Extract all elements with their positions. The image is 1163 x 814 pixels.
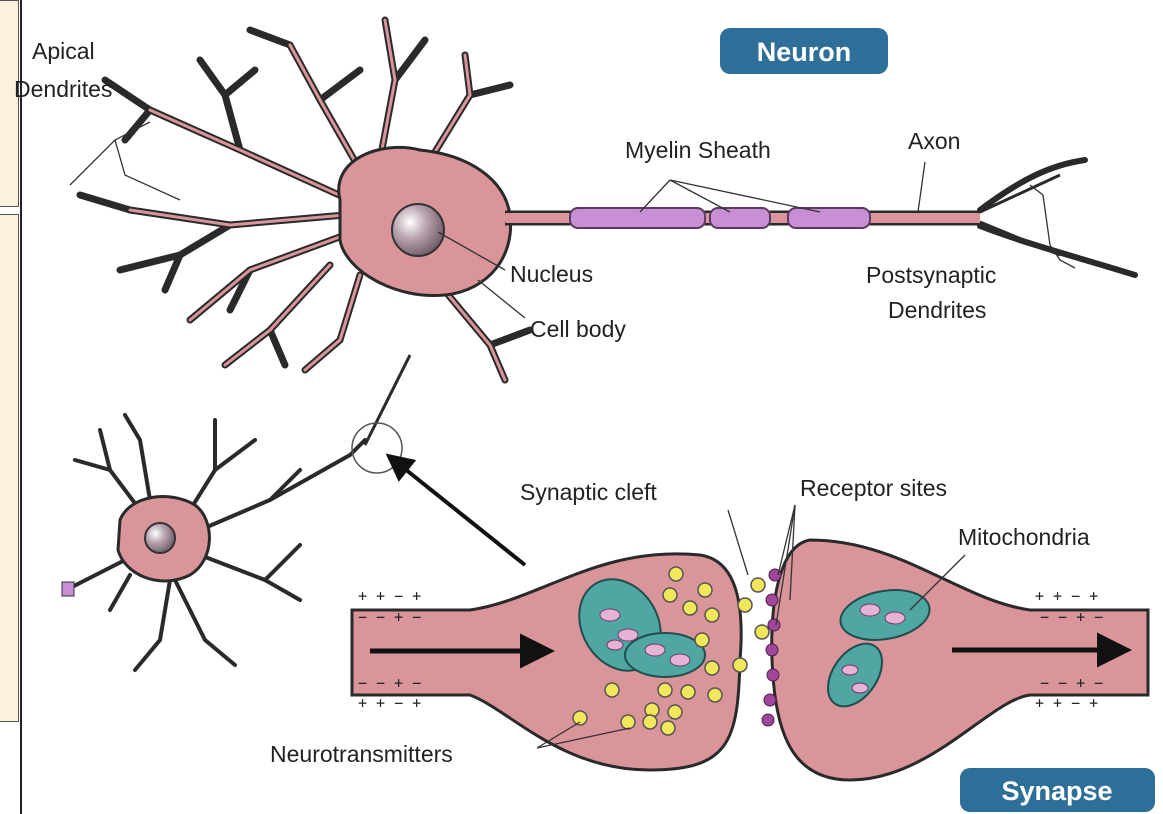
charge-pre-bottom-inner: − − + − (358, 674, 421, 692)
charge-post-bottom-inner: − − + − (1040, 674, 1103, 692)
synapse-badge-text: Synapse (1001, 776, 1112, 806)
label-receptor-sites: Receptor sites (800, 475, 947, 501)
small-axon-stub (62, 582, 74, 596)
zoom-arrow (390, 457, 525, 565)
label-postsynaptic-line1: Postsynaptic (866, 262, 996, 288)
label-apical-line1: Apical (32, 38, 95, 64)
label-myelin-sheath: Myelin Sheath (625, 137, 771, 163)
small-neuron-dendrites (70, 415, 365, 670)
label-mitochondria: Mitochondria (958, 524, 1090, 550)
label-apical-line2: Dendrites (14, 76, 112, 102)
small-nucleus-icon (145, 523, 175, 553)
myelin-sheath (570, 208, 870, 228)
label-axon: Axon (908, 128, 960, 154)
neuron-badge: Neuron (720, 28, 888, 74)
label-neurotransmitters: Neurotransmitters (270, 741, 453, 767)
connecting-process (365, 355, 410, 445)
synapse-badge: Synapse (960, 768, 1155, 812)
charge-pre-bottom: + + − + (358, 694, 421, 712)
nucleus-icon (392, 204, 444, 256)
charge-pre-top-inner: − − + − (358, 608, 421, 626)
postsynaptic-terminal (772, 540, 1148, 780)
charge-post-top: + + − + (1035, 587, 1098, 605)
neuron-badge-text: Neuron (757, 37, 852, 67)
charge-post-bottom: + + − + (1035, 694, 1098, 712)
label-synaptic-cleft: Synaptic cleft (520, 479, 657, 505)
label-cell-body: Cell body (530, 316, 626, 342)
charge-post-top-inner: − − + − (1040, 608, 1103, 626)
label-postsynaptic-line2: Dendrites (888, 297, 986, 323)
charge-pre-top: + + − + (358, 587, 421, 605)
label-nucleus: Nucleus (510, 261, 593, 287)
